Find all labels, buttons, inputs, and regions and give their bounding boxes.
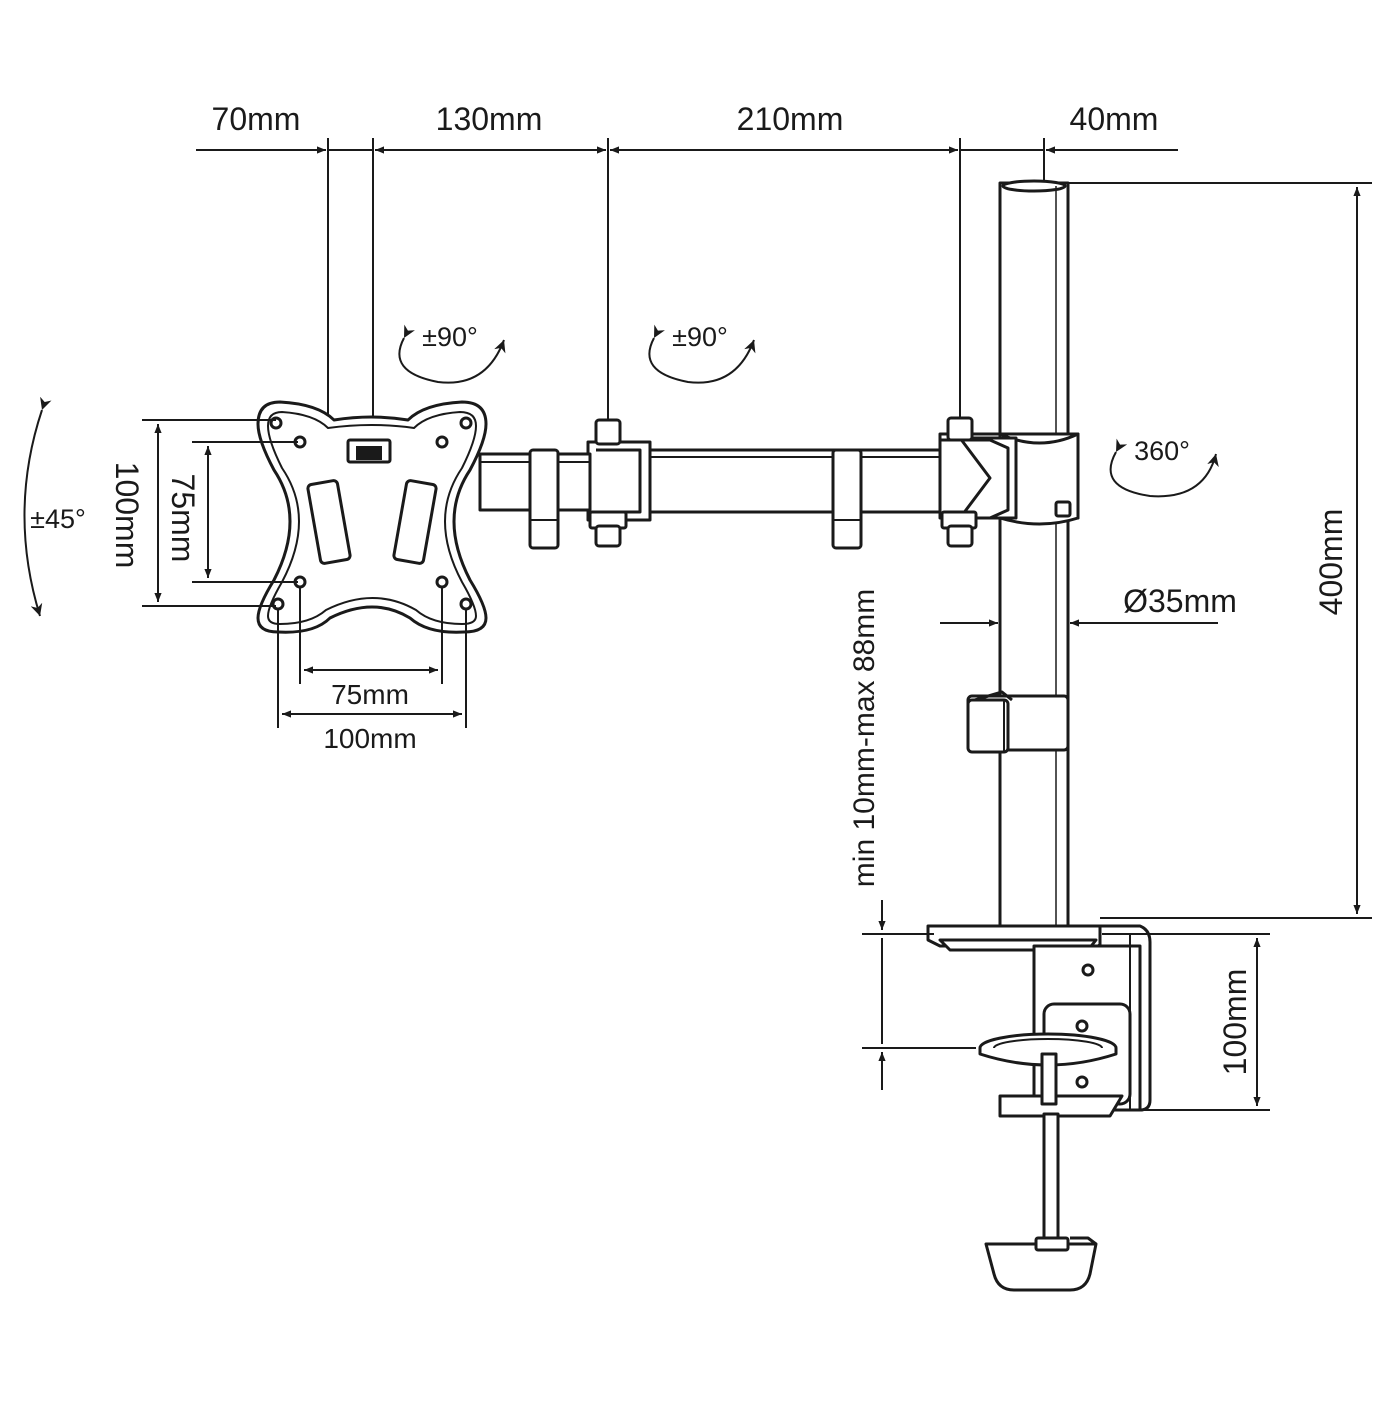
dim-130mm: 130mm (436, 101, 543, 137)
dim-clamp-100mm: 100mm (1217, 969, 1253, 1076)
label-arm-swivel-90: ±90° (672, 322, 728, 352)
dim-70mm: 70mm (212, 101, 301, 137)
tilt-arrow-icon (23, 396, 52, 617)
label-head-swivel-90: ±90° (422, 322, 478, 352)
desk-thickness-dimension (862, 900, 976, 1090)
label-tilt-45: ±45° (30, 504, 86, 534)
cable-clip (966, 690, 1070, 754)
pole-collar (938, 416, 1080, 548)
arm-front-segment (478, 448, 592, 550)
label-pole-rotation-360: 360° (1134, 436, 1190, 466)
head-swivel-arrow-icon (398, 324, 506, 384)
clamp-height-dimension (1102, 933, 1270, 1111)
dim-diameter-35mm: Ø35mm (1123, 583, 1237, 619)
dim-vesa-75mm-vertical: 75mm (165, 474, 201, 563)
elbow-joint (586, 418, 652, 548)
arm-swivel-arrow-icon (648, 324, 756, 384)
desk-clamp (926, 924, 1152, 1292)
dim-vesa-75mm-horizontal: 75mm (331, 679, 409, 710)
vesa-height-dimensions (142, 419, 298, 607)
dim-40mm: 40mm (1070, 101, 1159, 137)
top-dimension-lines (196, 138, 1178, 428)
arm-rear-segment (622, 448, 1002, 550)
dim-vesa-100mm-vertical: 100mm (109, 462, 145, 569)
dim-vesa-100mm-horizontal: 100mm (323, 723, 416, 754)
dim-desk-thickness: min 10mm-max 88mm (848, 589, 881, 887)
dim-210mm: 210mm (737, 101, 844, 137)
pole-height-dimension (1068, 182, 1372, 919)
vesa-width-dimensions (277, 588, 467, 728)
dim-400mm: 400mm (1313, 509, 1349, 616)
vesa-plate (256, 400, 488, 634)
pole-rotation-arrow-icon (1109, 438, 1219, 498)
pole (998, 179, 1070, 933)
